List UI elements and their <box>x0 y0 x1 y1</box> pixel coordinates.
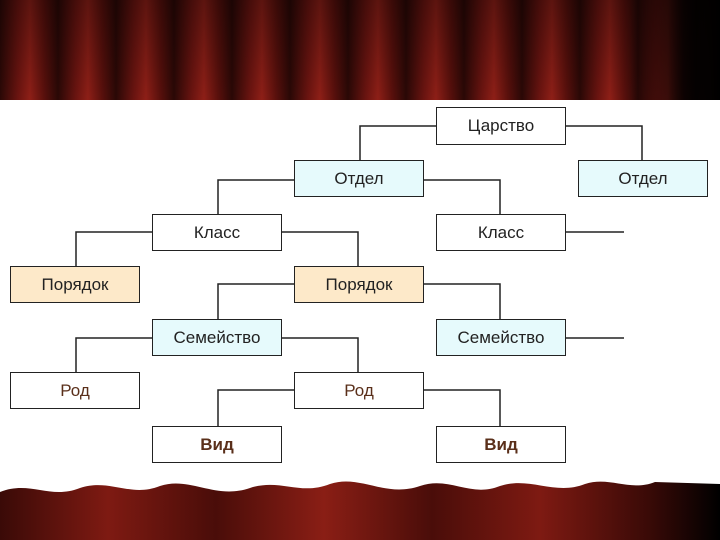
connector-class-order-1 <box>76 232 152 266</box>
connector-genus-species-1 <box>218 390 294 426</box>
connector-class-order-2 <box>282 232 358 266</box>
connector-genus-species-2 <box>424 390 500 426</box>
node-genus-2: Род <box>294 372 424 409</box>
connector-kingdom-division-2 <box>566 126 642 160</box>
node-family-2: Семейство <box>436 319 566 356</box>
connector-family-genus-2 <box>282 338 358 372</box>
node-order-1: Порядок <box>10 266 140 303</box>
node-class-2: Класс <box>436 214 566 251</box>
node-family-1: Семейство <box>152 319 282 356</box>
node-division-1: Отдел <box>294 160 424 197</box>
node-kingdom: Царство <box>436 107 566 145</box>
connector-family-genus-1 <box>76 338 152 372</box>
connector-kingdom-division-1 <box>360 126 436 160</box>
connector-division-class-1 <box>218 180 294 214</box>
node-order-2: Порядок <box>294 266 424 303</box>
connector-order-family-2 <box>424 284 500 319</box>
connector-order-family-1 <box>218 284 294 319</box>
node-genus-1: Род <box>10 372 140 409</box>
node-class-1: Класс <box>152 214 282 251</box>
node-species-1: Вид <box>152 426 282 463</box>
curtain-valance <box>0 470 720 540</box>
node-division-2: Отдел <box>578 160 708 197</box>
connector-division-class-2 <box>424 180 500 214</box>
node-species-2: Вид <box>436 426 566 463</box>
